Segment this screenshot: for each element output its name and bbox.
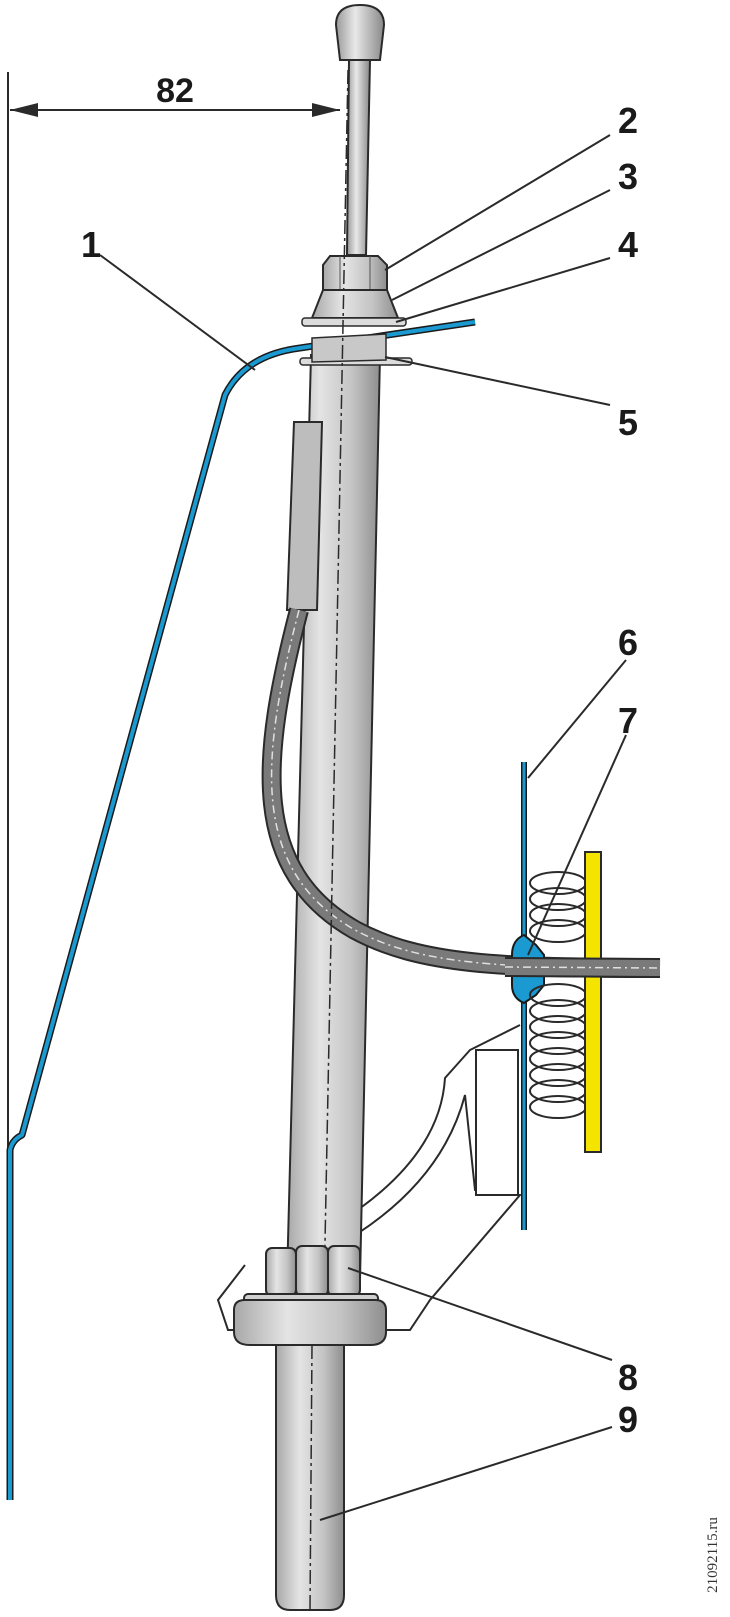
yellow-bracket	[584, 851, 602, 1153]
callout-7: 7	[618, 700, 638, 741]
rod-tip	[334, 3, 386, 61]
callout-6: 6	[618, 622, 638, 663]
washer-upper	[301, 317, 407, 327]
callout-4: 4	[618, 224, 638, 265]
callout-1: 1	[81, 224, 101, 265]
callout-5: 5	[618, 402, 638, 443]
watermark: 21092115.ru	[705, 1517, 721, 1593]
callout-8: 8	[618, 1357, 638, 1398]
leader-lines	[99, 134, 627, 1521]
antenna-rod	[345, 59, 372, 256]
mounting-bracket	[216, 1024, 522, 1331]
bracket-block	[475, 1049, 519, 1196]
callout-9: 9	[618, 1399, 638, 1440]
callout-3: 3	[618, 156, 638, 197]
threaded-stud	[275, 1344, 345, 1611]
top-nut	[322, 255, 388, 291]
spring-coils	[529, 871, 587, 1119]
bottom-clamp-nuts	[243, 1245, 379, 1309]
callout-2: 2	[618, 100, 638, 141]
cable-sleeve	[285, 421, 324, 611]
cone-washer	[310, 289, 400, 319]
dimension-value: 82	[156, 72, 194, 110]
lower-body-nut	[311, 333, 387, 363]
dimension-82: 82	[10, 72, 340, 117]
base-flange	[233, 1299, 387, 1346]
